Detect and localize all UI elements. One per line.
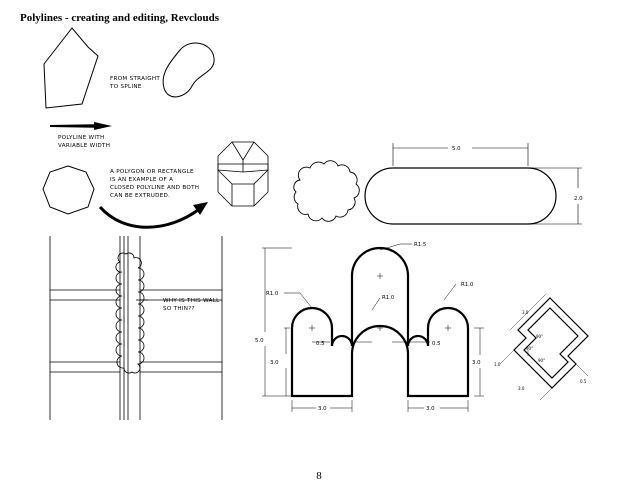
radius-center-label: R1.0	[382, 295, 395, 301]
radius-top-label: R1.5	[414, 242, 426, 248]
wall-plan	[49, 236, 223, 420]
offset-angle2-label: 90°	[526, 346, 533, 351]
slot-height-label: 2.0	[574, 196, 583, 202]
annotation-polygon-line1: A POLYGON OR RECTANGLE	[110, 169, 194, 175]
offset-top-label: 3.0	[522, 310, 529, 315]
arch-center-marks	[309, 273, 451, 331]
extruded-prism	[217, 141, 269, 207]
page-title: Polylines - creating and editing, Revclo…	[20, 12, 220, 24]
offset-angle3-label: 90°	[538, 358, 545, 363]
right-width-label: 3.0	[426, 406, 435, 412]
annotation-width-line2: VARIABLE WIDTH	[58, 143, 110, 149]
offset-bottom-label: 3.0	[518, 386, 525, 391]
offset-dimension-lines	[499, 293, 589, 401]
right-gap-label: 0.5	[432, 341, 441, 347]
slot-shape	[364, 167, 557, 225]
left-height-label: 3.0	[270, 360, 279, 366]
left-width-label: 3.0	[318, 406, 327, 412]
variable-width-polyline	[50, 122, 112, 130]
annotation-wall-line2: SO THIN??	[163, 306, 195, 312]
left-gap-label: 0.5	[316, 341, 325, 347]
annotation-spline-line1: FROM STRAIGHT	[110, 76, 160, 82]
page-number: 8	[316, 470, 322, 482]
annotation-polygon-line2: IS AN EXAMPLE OF A	[110, 177, 173, 183]
annotation-polygon-line3: CLOSED POLYLINE AND BOTH	[110, 185, 199, 191]
arch-dimension-lines	[262, 243, 484, 412]
radius-left-label: R1.0	[266, 291, 279, 297]
offset-left-label: 1.0	[494, 362, 501, 367]
annotation-spline-line2: TO SPLINE	[109, 84, 142, 90]
annotation-wall-line1: WHY IS THIS WALL	[163, 298, 220, 304]
overall-height-label: 5.0	[255, 338, 264, 344]
annotation-polygon-line4: CAN BE EXTRUDED.	[110, 193, 170, 199]
heptagon-polygon	[42, 165, 95, 215]
offset-angle1-label: 90°	[536, 334, 543, 339]
spline-shape	[162, 42, 215, 98]
annotation-width-line1: POLYLINE WITH	[58, 135, 105, 141]
radius-right-label: R1.0	[461, 282, 474, 288]
revcloud-shape	[293, 160, 360, 222]
straight-polyline	[43, 27, 99, 109]
right-height-label: 3.0	[472, 360, 481, 366]
curved-arrow	[98, 205, 199, 229]
arch-profile	[290, 246, 470, 398]
offset-right-label: 0.5	[580, 379, 587, 384]
slot-width-label: 5.0	[452, 146, 461, 152]
slot-dimension-lines	[392, 143, 582, 225]
